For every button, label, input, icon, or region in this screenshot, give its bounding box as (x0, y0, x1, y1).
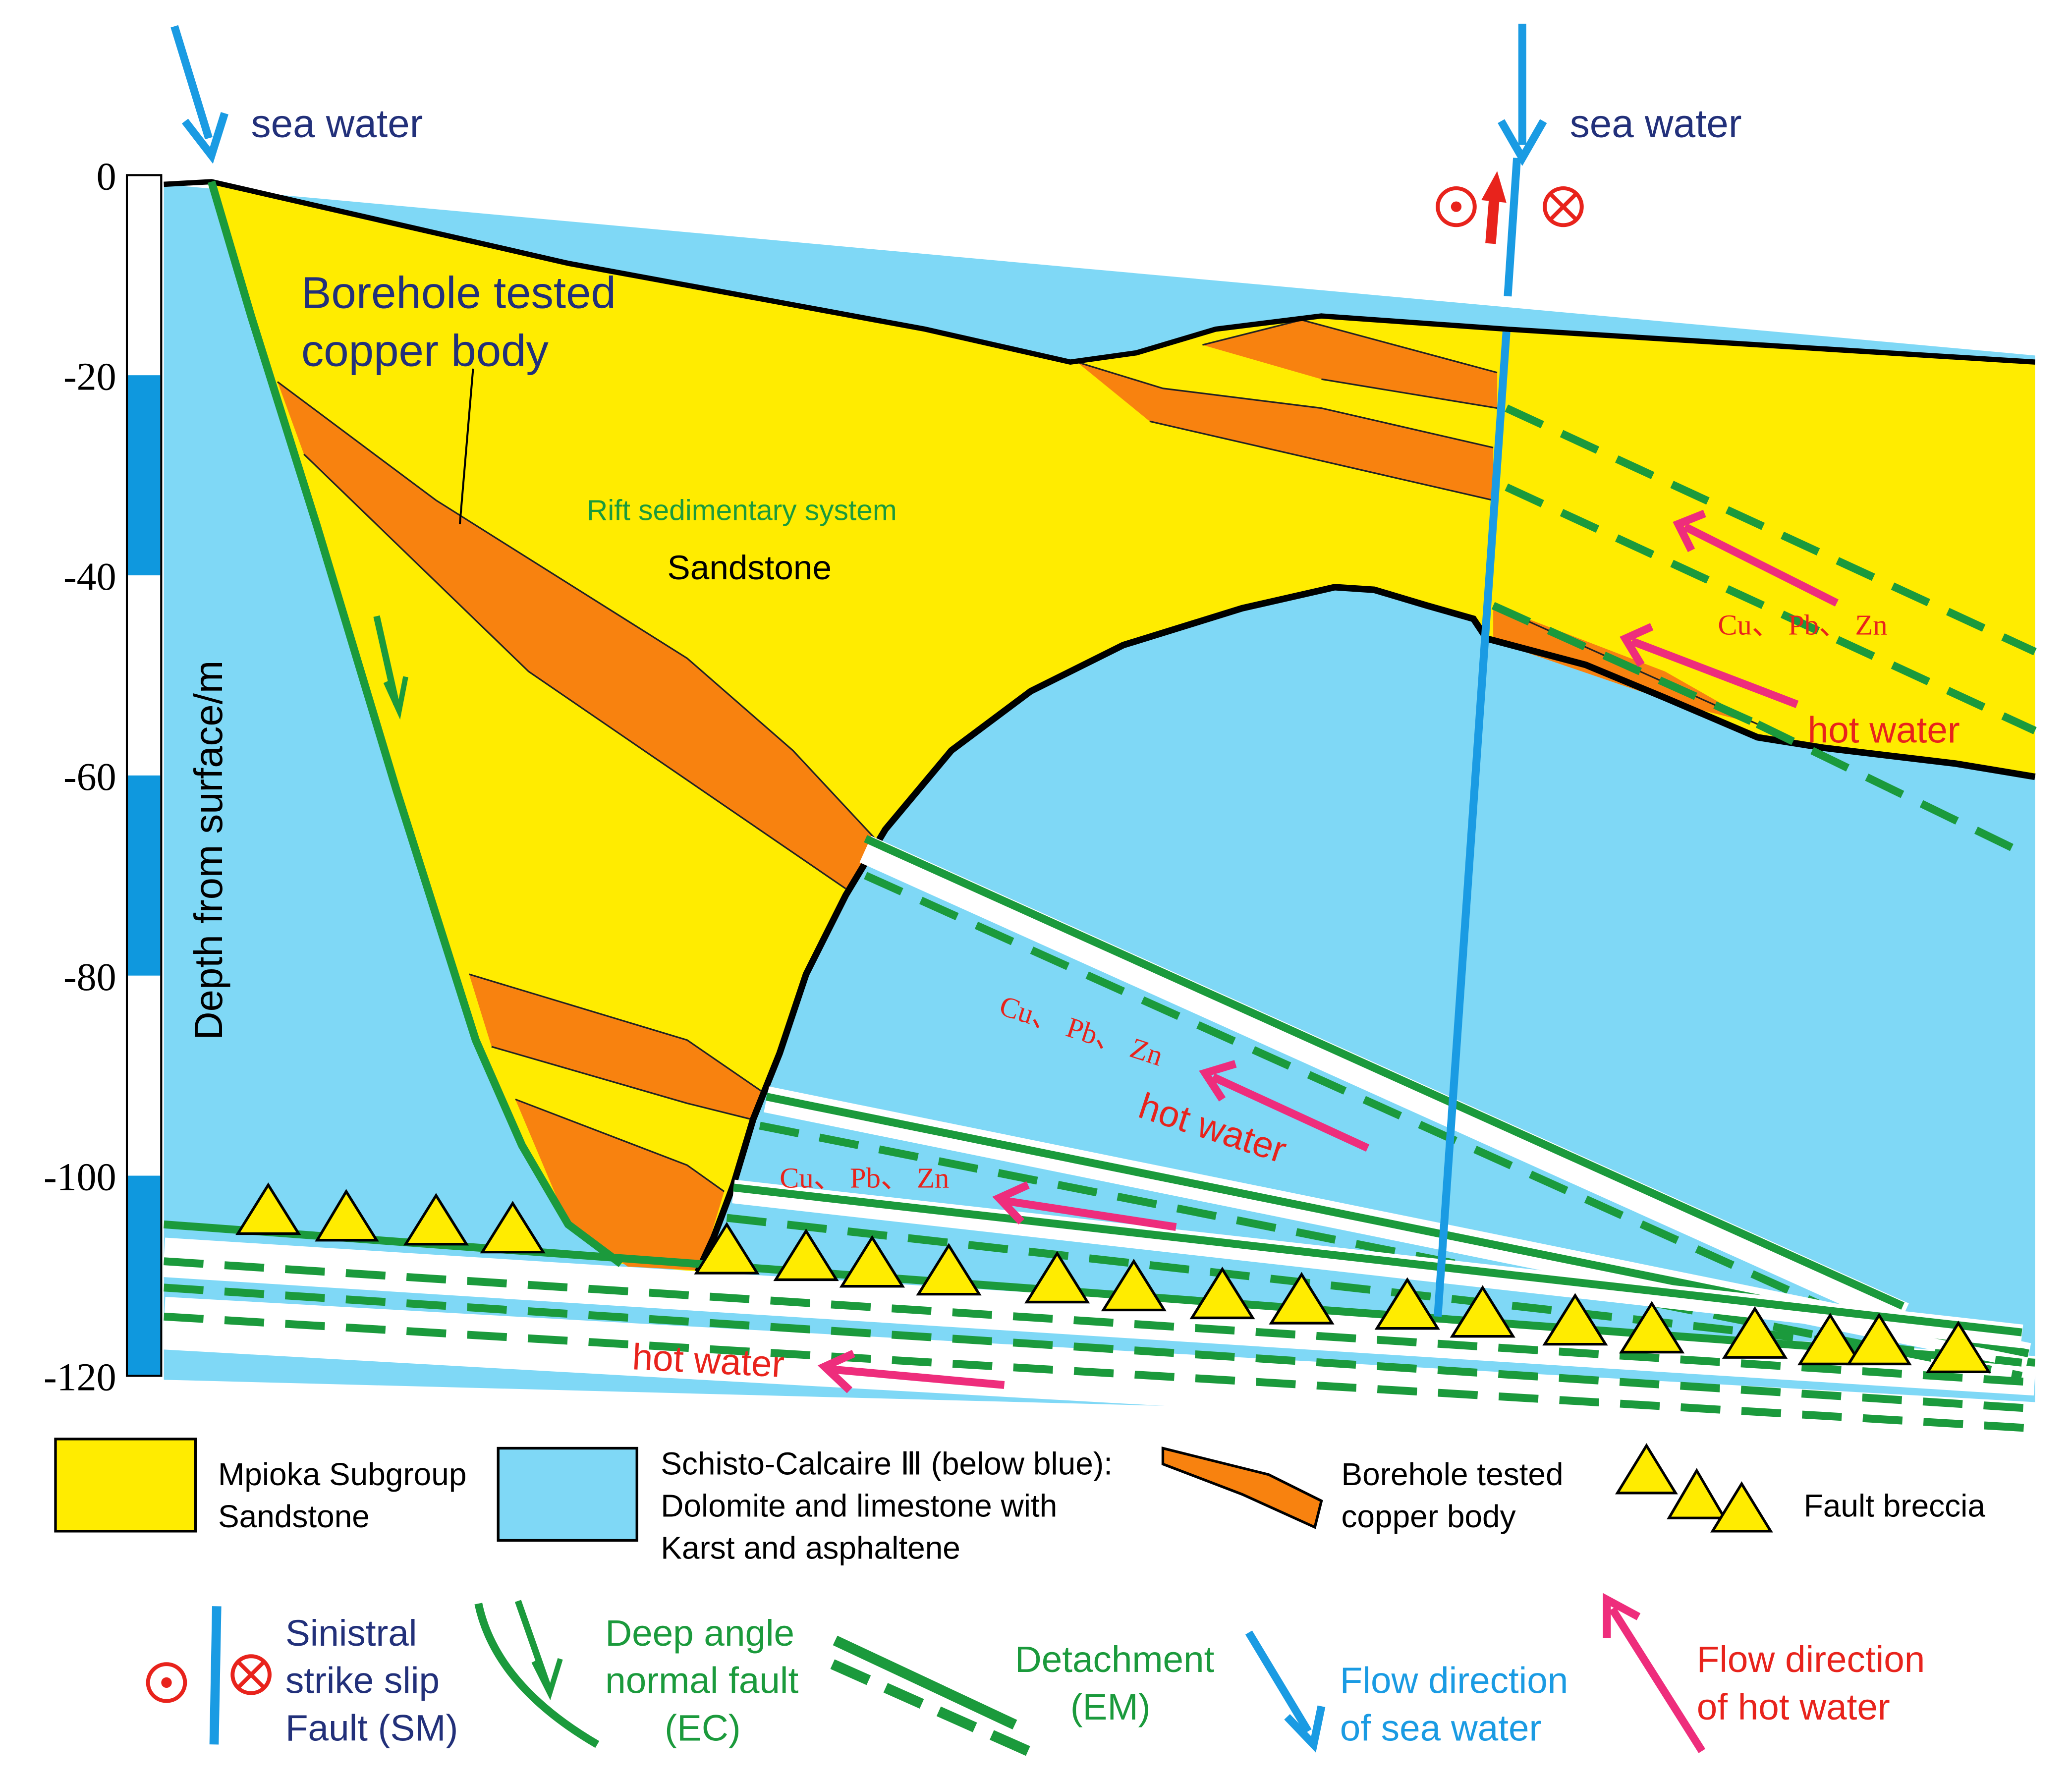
bedding-lines (277, 319, 1758, 1192)
depth-tick-80: -80 (63, 955, 116, 999)
hot-water-arrows (817, 509, 1839, 1393)
metals-label-upper: Cu、 Pb、 Zn (1718, 609, 1887, 641)
sea-water-arrow-left (170, 25, 228, 164)
copper-callout-line2: copper body (301, 326, 549, 376)
rift-system-label: Rift sedimentary system (587, 495, 897, 527)
legend-normal-fault-line3: (EC) (665, 1707, 740, 1748)
depth-tick-40: -40 (63, 555, 116, 599)
legend-sea-flow-line1: Flow direction (1340, 1660, 1568, 1701)
legend-hot-flow-line1: Flow direction (1697, 1639, 1925, 1680)
hot-water-label-low: hot water (631, 1336, 785, 1385)
copper-body-lower-2 (515, 1099, 725, 1271)
unconformity-contact (694, 584, 2036, 1274)
depth-tick-120: -120 (44, 1356, 116, 1399)
depth-tick-20: -20 (63, 355, 116, 399)
sea-water-label-right: sea water (1570, 101, 1742, 145)
legend-normal-fault-line1: Deep angle (605, 1613, 794, 1654)
strike-slip-fault-sm (1504, 158, 1521, 297)
legend-sandstone-line2: Sandstone (218, 1499, 370, 1534)
legend-hot-water-arrow (1603, 1593, 1706, 1753)
legend-carbonate-line3: Karst and asphaltene (661, 1530, 960, 1566)
copper-body-main (277, 382, 879, 889)
legend-hot-flow-line2: of hot water (1697, 1686, 1890, 1727)
legend-carbonate-line1: Schisto-Calcaire Ⅲ (below blue): (661, 1446, 1113, 1482)
ground-surface (164, 179, 2035, 365)
strike-slip-fault-sm-lower (1434, 331, 1511, 1317)
legend-breccia-symbol (1615, 1443, 1773, 1533)
legend-breccia-label: Fault breccia (1804, 1488, 1986, 1524)
depth-tick-labels: 0 -20 -40 -60 -80 -100 -120 (44, 155, 116, 1399)
metals-label-low: Cu、 Pb、 Zn (780, 1162, 949, 1194)
depth-tick-100: -100 (44, 1156, 116, 1199)
sea-water-label-left: sea water (251, 101, 423, 145)
strike-slip-symbols-top (1436, 171, 1584, 244)
sandstone-body (164, 181, 2035, 1272)
fault-breccia-in-section (235, 1182, 1991, 1374)
legend-carbonate-swatch (497, 1446, 638, 1542)
legend-copper-line1: Borehole tested (1341, 1456, 1563, 1492)
copper-body-lower-1 (469, 974, 764, 1119)
copper-callout-line1: Borehole tested (301, 268, 616, 318)
sea-water-arrow-right (1498, 23, 1547, 166)
legend-sea-water-arrow (1245, 1630, 1326, 1753)
legend-normal-fault-line2: normal fault (605, 1660, 798, 1701)
fault-slip-arrowhead (383, 676, 408, 720)
depth-tick-60: -60 (63, 755, 116, 799)
depth-tick-0: 0 (97, 155, 116, 199)
copper-callout-leader (458, 368, 474, 524)
legend-strike-slip-symbol (146, 1606, 272, 1745)
legend-detachment-line1: Detachment (1015, 1639, 1215, 1680)
normal-fault-ec (207, 180, 624, 1267)
legend-carbonate-line2: Dolomite and limestone with (661, 1488, 1057, 1524)
legend-strike-slip-line1: Sinistral (285, 1613, 417, 1654)
copper-body-upper-2 (1202, 320, 1498, 408)
legend-normal-fault-symbol (474, 1600, 600, 1748)
legend-strike-slip-line3: Fault (SM) (285, 1707, 458, 1748)
legend-sea-flow-line2: of sea water (1340, 1707, 1542, 1748)
legend-strike-slip-line2: strike slip (285, 1660, 440, 1701)
depth-axis-title: Depth from surface/m (186, 661, 230, 1040)
legend-sandstone-swatch (54, 1438, 197, 1533)
copper-body-upper-1 (1077, 362, 1494, 501)
detachment-bands (162, 404, 2037, 1455)
depth-scale-bar (125, 174, 163, 1377)
legend-detachment-symbol (830, 1635, 1030, 1756)
hot-water-label-upper: hot water (1808, 710, 1960, 751)
fault-slip-arrow (373, 615, 400, 705)
legend-copper-line2: copper body (1341, 1499, 1515, 1534)
legend-sandstone-line1: Mpioka Subgroup (218, 1456, 466, 1492)
sandstone-label: Sandstone (668, 548, 832, 587)
legend-detachment-line2: (EM) (1070, 1686, 1151, 1727)
legend-copper-swatch (1161, 1446, 1323, 1529)
